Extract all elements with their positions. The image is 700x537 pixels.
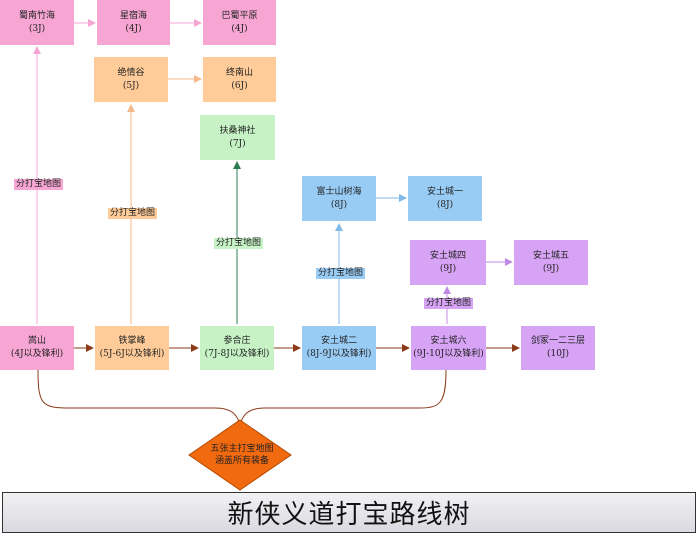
node-xingsu: 星宿海 (4J) [97, 0, 170, 45]
node-jianzhong-sub: (10J) [546, 349, 570, 359]
edge-label-green: 分打宝地图 [214, 238, 264, 249]
node-antu5-sub: (9J) [542, 263, 560, 274]
edge-label-pink: 分打宝地图 [14, 179, 64, 190]
node-antu5: 安土城五 (9J) [514, 240, 588, 285]
node-antu2-name: 安土城二 [320, 336, 357, 346]
node-fushi-sub: (8J) [330, 199, 348, 210]
edge-label-orange: 分打宝地图 [108, 208, 158, 219]
node-antu6-sub: (9J-10J以及锋利) [413, 349, 484, 359]
node-bashu-name: 巴蜀平原 [221, 10, 258, 21]
summary-diamond [188, 419, 292, 491]
diamond-line2: 涵盖所有装备 [214, 456, 269, 466]
node-bashu-sub: (4J) [231, 23, 248, 34]
edge-label-blue: 分打宝地图 [316, 268, 366, 279]
node-jueqing-sub: (5J) [122, 80, 140, 91]
node-jianzhong: 剑冢一二三层 (10J) [521, 326, 595, 370]
node-antu2: 安土城二 (8J-9J以及锋利) [302, 326, 376, 370]
edge-label-purple: 分打宝地图 [424, 298, 474, 309]
brace-curve [37, 369, 447, 427]
node-antu5-name: 安土城五 [532, 250, 569, 261]
node-canhe-name: 参合庄 [223, 336, 251, 346]
node-fusang-name: 扶桑神社 [219, 125, 256, 136]
node-shunan-sub: (3J) [28, 23, 46, 34]
node-antu4-sub: (9J) [439, 263, 457, 274]
node-zhongnan-name: 终南山 [225, 67, 253, 78]
node-songshan: 嵩山 (4J以及锋利) [0, 326, 74, 370]
node-antu4: 安土城四 (9J) [410, 240, 486, 285]
node-canhe-sub: (7J-8J以及锋利) [204, 349, 270, 359]
node-jueqing-name: 绝情谷 [117, 67, 145, 78]
diamond-line1: 五张主打宝地图 [210, 444, 274, 454]
node-antu2-sub: (8J-9J以及锋利) [306, 349, 372, 359]
node-tiezhang-name: 铁掌峰 [118, 336, 146, 346]
node-xingsu-sub: (4J) [125, 23, 142, 34]
node-zhongnan: 终南山 (6J) [203, 57, 276, 102]
node-canhe: 参合庄 (7J-8J以及锋利) [200, 326, 274, 370]
node-shunan: 蜀南竹海 (3J) [0, 0, 74, 45]
node-bashu: 巴蜀平原 (4J) [203, 0, 276, 45]
node-antu6: 安土城六 (9J-10J以及锋利) [411, 326, 486, 370]
node-shunan-name: 蜀南竹海 [18, 10, 55, 21]
node-tiezhang-sub: (5J-6J以及锋利) [99, 349, 165, 359]
node-zhongnan-sub: (6J) [231, 80, 248, 91]
node-xingsu-name: 星宿海 [119, 10, 147, 21]
node-songshan-name: 嵩山 [27, 336, 46, 346]
node-tiezhang: 铁掌峰 (5J-6J以及锋利) [95, 326, 169, 370]
summary-diamond-text: 五张主打宝地图 涵盖所有装备 [192, 440, 292, 470]
node-antu1: 安土城一 (8J) [408, 176, 482, 221]
node-songshan-sub: (4J以及锋利) [10, 349, 64, 359]
node-fushi-name: 富士山树海 [316, 186, 362, 197]
node-fushi: 富士山树海 (8J) [302, 176, 376, 221]
node-fusang: 扶桑神社 (7J) [200, 115, 275, 160]
node-antu6-name: 安土城六 [430, 336, 467, 346]
node-jianzhong-name: 剑冢一二三层 [530, 336, 585, 346]
node-antu1-name: 安土城一 [426, 186, 463, 197]
page-title: 新侠义道打宝路线树 [2, 492, 696, 533]
node-antu1-sub: (8J) [436, 199, 454, 210]
node-fusang-sub: (7J) [229, 138, 246, 149]
node-antu4-name: 安土城四 [429, 250, 466, 261]
node-jueqing: 绝情谷 (5J) [94, 57, 168, 102]
